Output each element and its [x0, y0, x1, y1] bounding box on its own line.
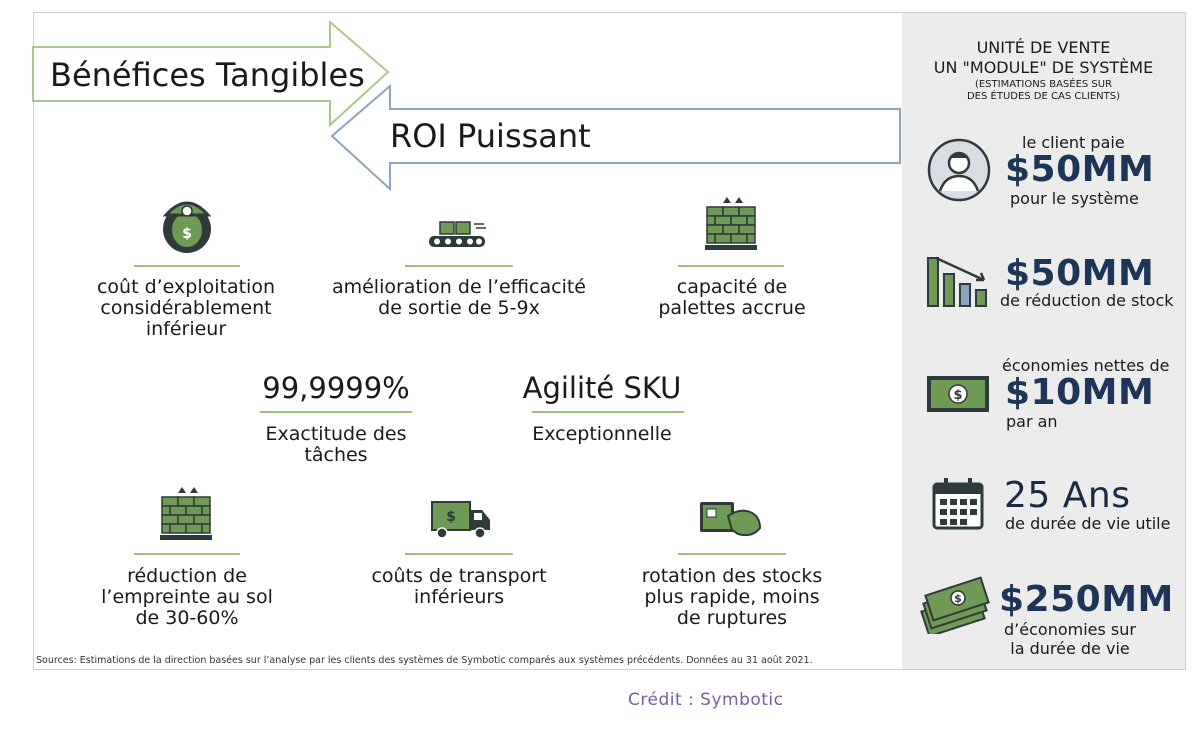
- customer-avatar-icon: [927, 138, 991, 202]
- side-value-stock-reduction: $50MM: [1005, 253, 1155, 294]
- accuracy-value: 99,9999%: [262, 371, 410, 405]
- svg-text:$: $: [953, 388, 962, 403]
- left-arrow-shape: [330, 83, 901, 192]
- pallet-stack-icon: [160, 487, 212, 540]
- money-bag-icon: $: [162, 201, 212, 253]
- divider-line: [405, 553, 513, 555]
- sidebar-panel: [902, 13, 1185, 669]
- side-value-net-savings: $10MM: [1005, 372, 1155, 413]
- divider-line: [405, 265, 513, 267]
- side-post-text: de durée de vie utile: [1005, 514, 1171, 533]
- divider-line: [260, 411, 412, 413]
- image-credit: Crédit : Symbotic: [628, 690, 784, 710]
- side-post-text: de réduction de stock: [1000, 291, 1174, 310]
- calendar-icon: [932, 478, 984, 530]
- divider-line: [134, 553, 240, 555]
- side-post-text: pour le système: [1010, 189, 1139, 208]
- banknote-icon: $: [927, 376, 989, 412]
- sku-agility-value: Agilité SKU: [522, 371, 682, 405]
- side-post-text: par an: [1006, 412, 1058, 431]
- sku-agility-label: Exceptionnelle: [532, 423, 672, 445]
- conveyor-icon: [429, 221, 486, 247]
- money-stack-icon: $: [920, 576, 990, 634]
- tangible-benefits-title: Bénéfices Tangibles: [50, 56, 365, 94]
- side-value-system-cost: $50MM: [1005, 149, 1155, 190]
- svg-text:$: $: [954, 592, 962, 605]
- delivery-truck-icon: $: [431, 501, 490, 539]
- side-value-lifespan: 25 Ans: [1004, 475, 1131, 516]
- tablet-hand-icon: [700, 502, 762, 537]
- svg-text:$: $: [446, 509, 456, 525]
- svg-text:$: $: [182, 226, 192, 242]
- divider-line: [532, 411, 684, 413]
- sources-note: Sources: Estimations de la direction bas…: [36, 655, 813, 666]
- declining-bar-chart-icon: [927, 256, 987, 307]
- side-value-lifetime-savings: $250MM: [999, 579, 1174, 620]
- roi-title: ROI Puissant: [390, 117, 591, 155]
- pallet-stack-icon: [705, 197, 757, 250]
- divider-line: [134, 265, 240, 267]
- right-arrow-shape: [32, 19, 390, 128]
- divider-line: [678, 553, 786, 555]
- divider-line: [678, 265, 784, 267]
- side-pre-text: économies nettes de: [1002, 356, 1170, 375]
- side-pre-text: le client paie: [1022, 133, 1125, 152]
